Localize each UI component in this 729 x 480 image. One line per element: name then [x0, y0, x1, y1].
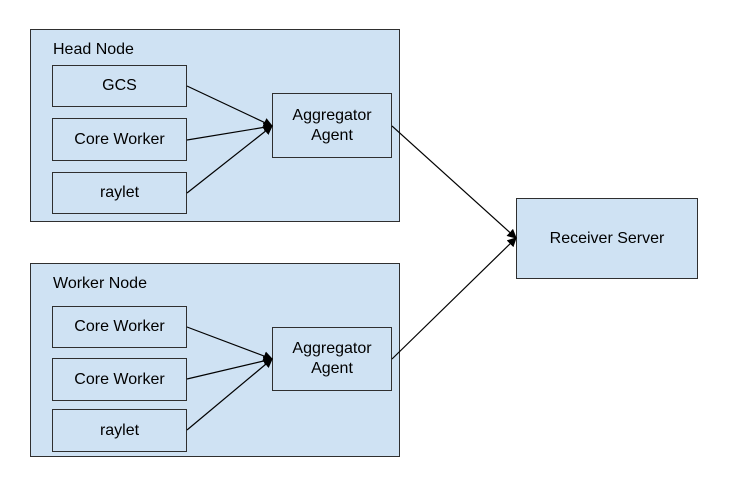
head-core-worker-box: Core Worker	[52, 118, 187, 161]
head-node-title: Head Node	[53, 41, 134, 58]
worker-aggregator-agent-box: Aggregator Agent	[272, 327, 392, 391]
head-aggregator-to-receiver-arrow	[391, 125, 517, 239]
receiver-server-box: Receiver Server	[516, 198, 698, 279]
head-raylet-box: raylet	[52, 172, 187, 214]
worker-core-worker-box-1: Core Worker	[52, 306, 187, 348]
worker-raylet-box: raylet	[52, 409, 187, 452]
worker-aggregator-to-receiver-arrow	[391, 237, 517, 360]
head-aggregator-agent-box: Aggregator Agent	[272, 93, 392, 158]
worker-core-worker-box-2: Core Worker	[52, 358, 187, 401]
worker-node-title: Worker Node	[53, 275, 147, 292]
gcs-box: GCS	[52, 65, 187, 107]
